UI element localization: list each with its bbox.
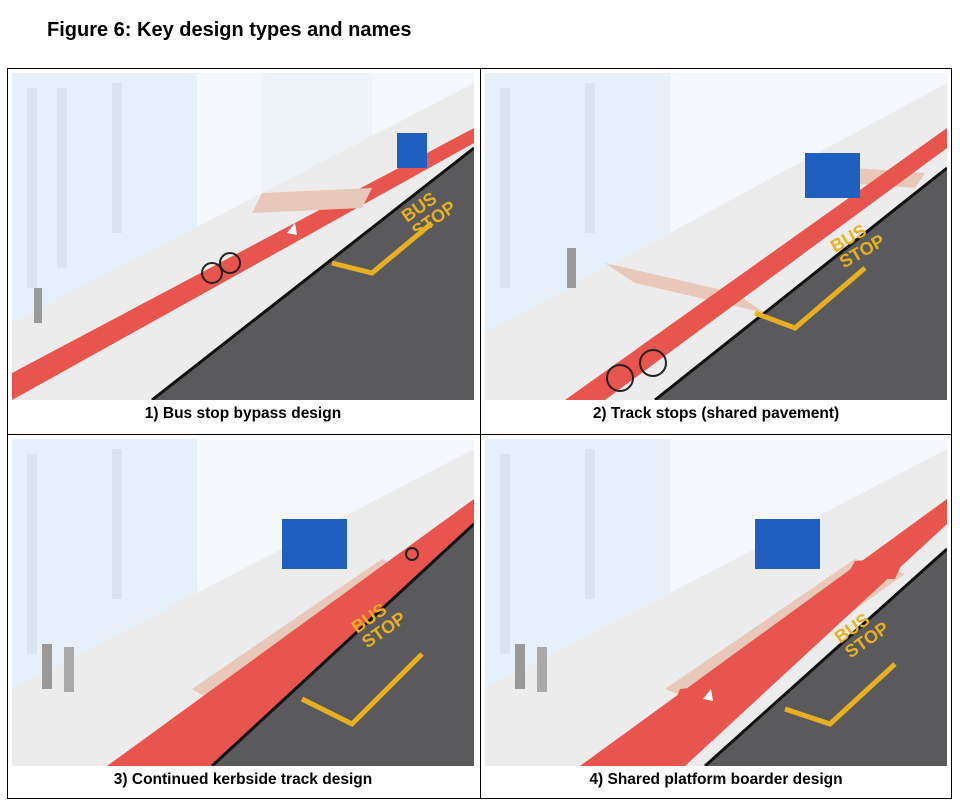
panel-bus-stop-bypass: BUSSTOP 1) Bus stop bypass design <box>12 73 474 423</box>
bus-shelter <box>805 153 860 198</box>
pedestrian <box>567 248 576 288</box>
bus-shelter <box>397 133 427 168</box>
divider-vertical <box>480 69 481 798</box>
caption-panel-2: 2) Track stops (shared pavement) <box>592 405 840 422</box>
pedestrian <box>42 644 52 689</box>
panel-continued-kerbside-track: BUSSTOP 3) Continued kerbside track desi… <box>12 439 474 789</box>
caption-panel-4: 4) Shared platform boarder design <box>589 771 843 788</box>
illustration-shared-platform-boarder: BUSSTOP <box>485 439 947 766</box>
pedestrian <box>34 288 42 323</box>
cycle-track <box>107 499 474 766</box>
illustration-bus-stop-bypass: BUSSTOP <box>12 73 474 400</box>
figure-grid: BUSSTOP 1) Bus stop bypass design BUSSTO… <box>7 68 952 799</box>
bus-shelter <box>282 519 347 569</box>
pedestrian <box>515 644 525 689</box>
illustration-track-stops: BUSSTOP <box>485 73 947 400</box>
divider-horizontal <box>8 434 951 435</box>
figure-title: Figure 6: Key design types and names <box>47 19 412 41</box>
panel-track-stops: BUSSTOP 2) Track stops (shared pavement) <box>485 73 947 423</box>
caption-panel-1: 1) Bus stop bypass design <box>144 405 342 422</box>
panel-shared-platform-boarder: BUSSTOP 4) Shared platform boarder desig… <box>485 439 947 789</box>
bus-shelter <box>755 519 820 569</box>
illustration-continued-kerbside-track: BUSSTOP <box>12 439 474 766</box>
caption-panel-3: 3) Continued kerbside track design <box>113 771 373 788</box>
